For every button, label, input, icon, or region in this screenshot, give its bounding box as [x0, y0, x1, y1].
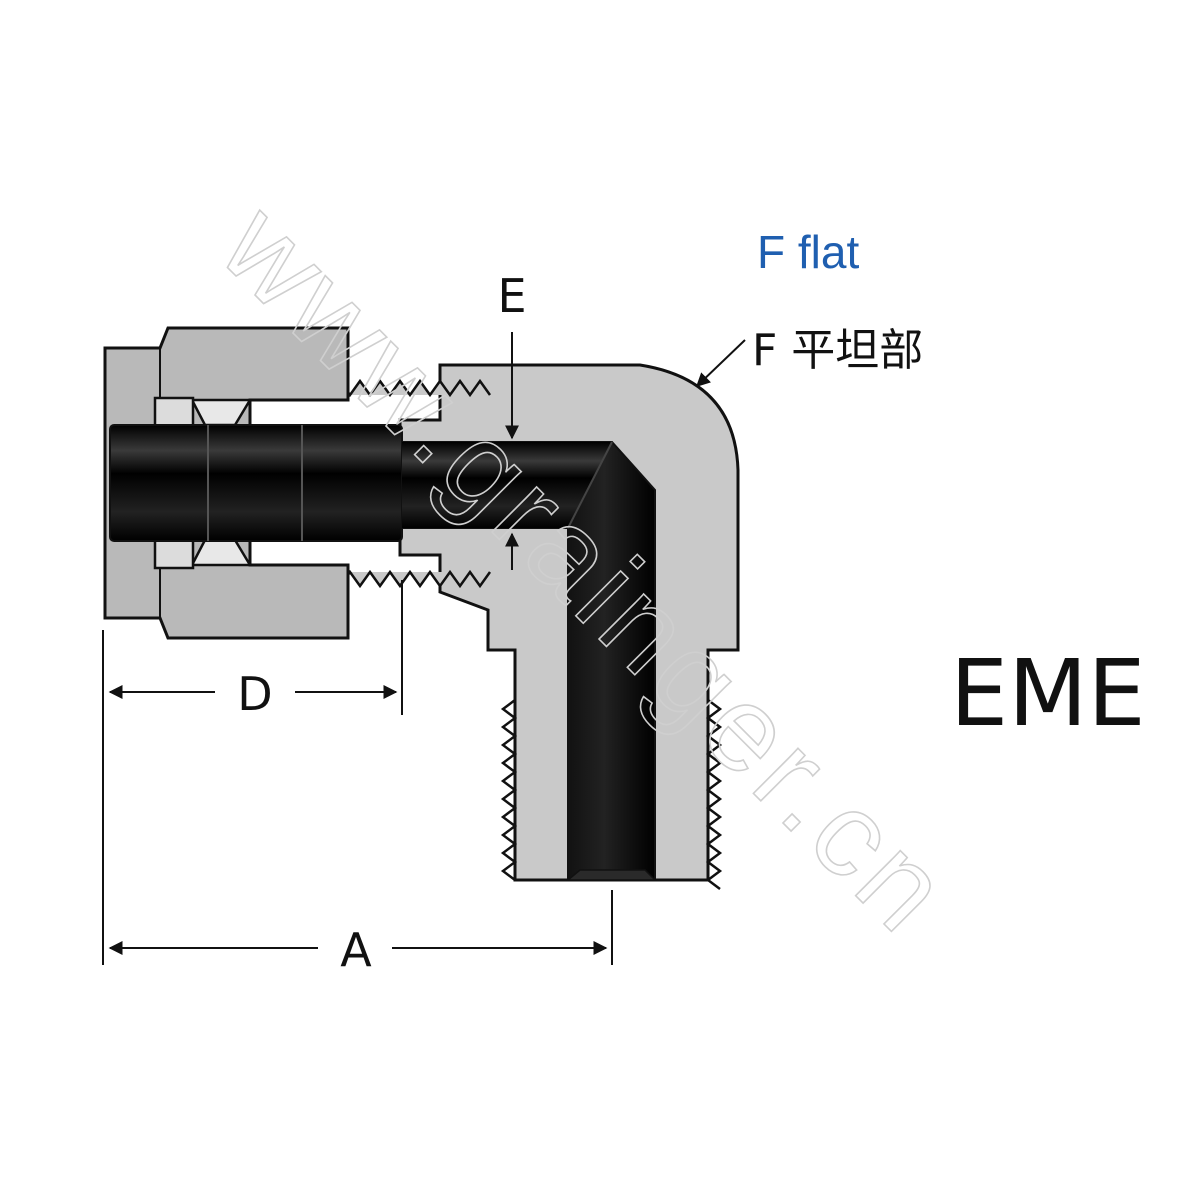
- flat-label-chinese: F 平坦部: [752, 325, 923, 376]
- dimension-label-d: D: [237, 667, 272, 721]
- dimension-label-e: E: [497, 269, 526, 323]
- model-code: EME: [950, 640, 1146, 747]
- body-bore: [401, 441, 657, 881]
- ferrules: [153, 396, 253, 570]
- pipe-thread-left: [500, 699, 518, 881]
- tube-horizontal: [109, 424, 403, 542]
- flat-label-english: F flat: [757, 226, 859, 278]
- dimension-lines: [102, 332, 746, 965]
- dimension-label-a: A: [340, 923, 372, 977]
- pipe-thread-right: [705, 699, 723, 890]
